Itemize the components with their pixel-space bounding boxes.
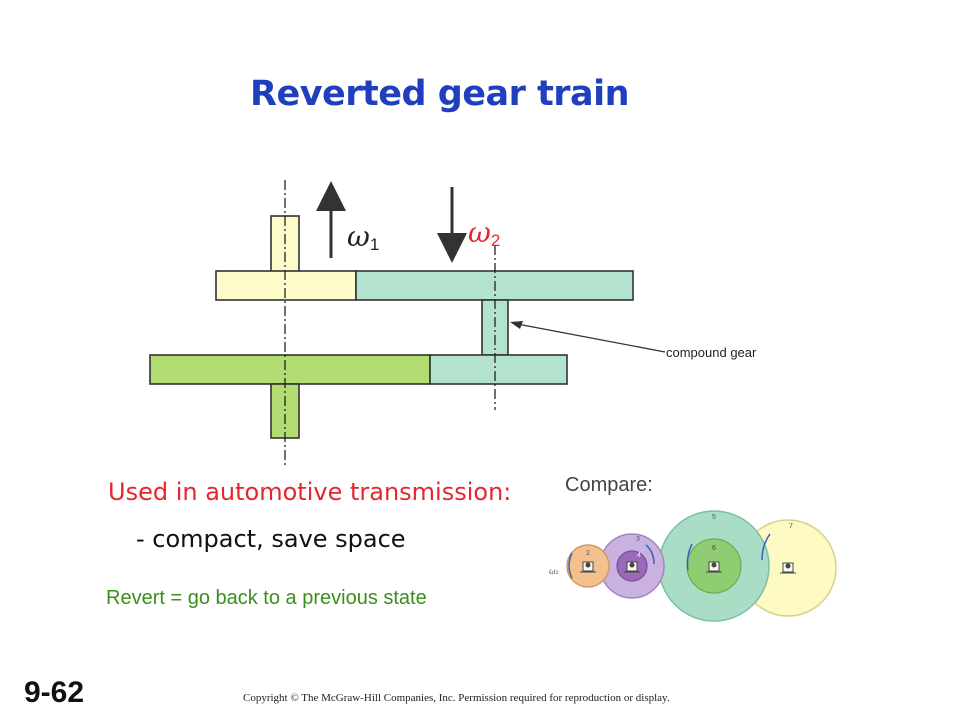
rotation-arrow-icon bbox=[686, 543, 693, 571]
compare-gear-train-image: 2 3 4 5 6 7 ω₂ bbox=[548, 510, 846, 623]
omega2-subscript: 2 bbox=[491, 231, 500, 250]
rotation-arrow-icon bbox=[761, 533, 771, 561]
bearing-2-icon bbox=[582, 561, 794, 573]
omega1-subscript: 1 bbox=[370, 235, 379, 254]
gear-number-7: 7 bbox=[789, 523, 793, 530]
input-omega-label: ω₂ bbox=[549, 567, 559, 576]
gear-number-6: 6 bbox=[712, 545, 716, 552]
gear-number-4: 4 bbox=[637, 552, 641, 559]
omega2-label: ω2 bbox=[468, 216, 500, 250]
rotation-arrow-icon bbox=[645, 544, 655, 565]
omega1-symbol: ω bbox=[347, 220, 370, 253]
compound-gear-shaft bbox=[481, 299, 509, 356]
compound-gear-leader-line bbox=[511, 322, 666, 353]
omega2-symbol: ω bbox=[468, 216, 491, 249]
usage-heading: Used in automotive transmission: bbox=[108, 478, 512, 506]
slide-title: Reverted gear train bbox=[250, 74, 630, 114]
slide-number: 9-62 bbox=[24, 676, 85, 709]
usage-bullet: - compact, save space bbox=[136, 525, 406, 553]
gear-number-2: 2 bbox=[586, 550, 590, 557]
rotation-arrow-icon bbox=[568, 552, 573, 579]
lower-green-gear bbox=[149, 354, 431, 385]
gear-number-3: 3 bbox=[636, 536, 640, 543]
compare-label: Compare: bbox=[565, 474, 653, 496]
compound-gear-leader-arrowhead bbox=[510, 321, 523, 329]
revert-definition: Revert = go back to a previous state bbox=[106, 587, 427, 609]
omega1-label: ω1 bbox=[347, 220, 379, 254]
lower-teal-gear bbox=[429, 354, 568, 385]
gear-number-5: 5 bbox=[712, 514, 716, 521]
upper-yellow-gear bbox=[215, 270, 357, 301]
copyright-notice: Copyright © The McGraw-Hill Companies, I… bbox=[243, 692, 670, 704]
compound-gear-label: compound gear bbox=[666, 345, 757, 360]
